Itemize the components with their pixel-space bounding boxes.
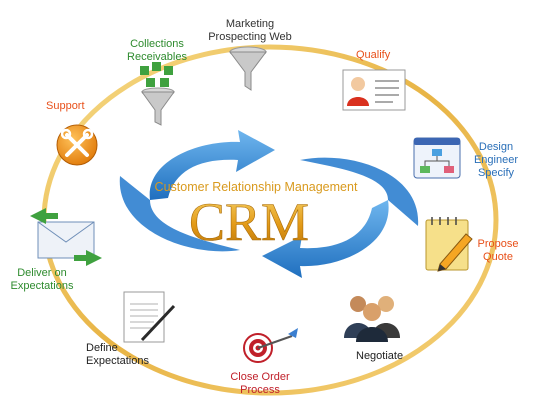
stage-label-collections: Collections Receivables: [127, 38, 187, 63]
people-group-icon: [344, 296, 400, 342]
stage-label-design: Design Engineer Specify: [473, 141, 519, 179]
crm-logo-text: CRM: [189, 192, 309, 252]
document-pen-icon: [123, 291, 176, 343]
profile-card-icon: [342, 69, 406, 111]
flowchart-window-icon: [413, 137, 461, 179]
stage-label-define: Define Expectations: [86, 342, 149, 367]
notepad-pencil-icon: [425, 217, 473, 272]
mail-arrows-icon: [30, 208, 102, 266]
stage-label-close: Close Order Process: [230, 371, 290, 396]
stage-label-support: Support: [46, 100, 85, 112]
tools-icon: [56, 124, 98, 166]
stage-label-marketing: Marketing Prospecting Web: [208, 18, 292, 43]
money-funnel-icon: [140, 62, 175, 126]
stage-label-negotiate: Negotiate: [356, 350, 404, 362]
funnel-icon: [229, 46, 267, 91]
stage-label-qualify: Qualify: [356, 49, 391, 61]
crm-subtitle: Customer Relationship Management: [155, 180, 358, 194]
target-dart-icon: [243, 328, 298, 363]
cycle-arrows: [119, 130, 419, 278]
stage-label-deliver: Deliver on Expectations: [10, 267, 74, 292]
stage-label-propose: Propose Quote: [477, 238, 519, 263]
